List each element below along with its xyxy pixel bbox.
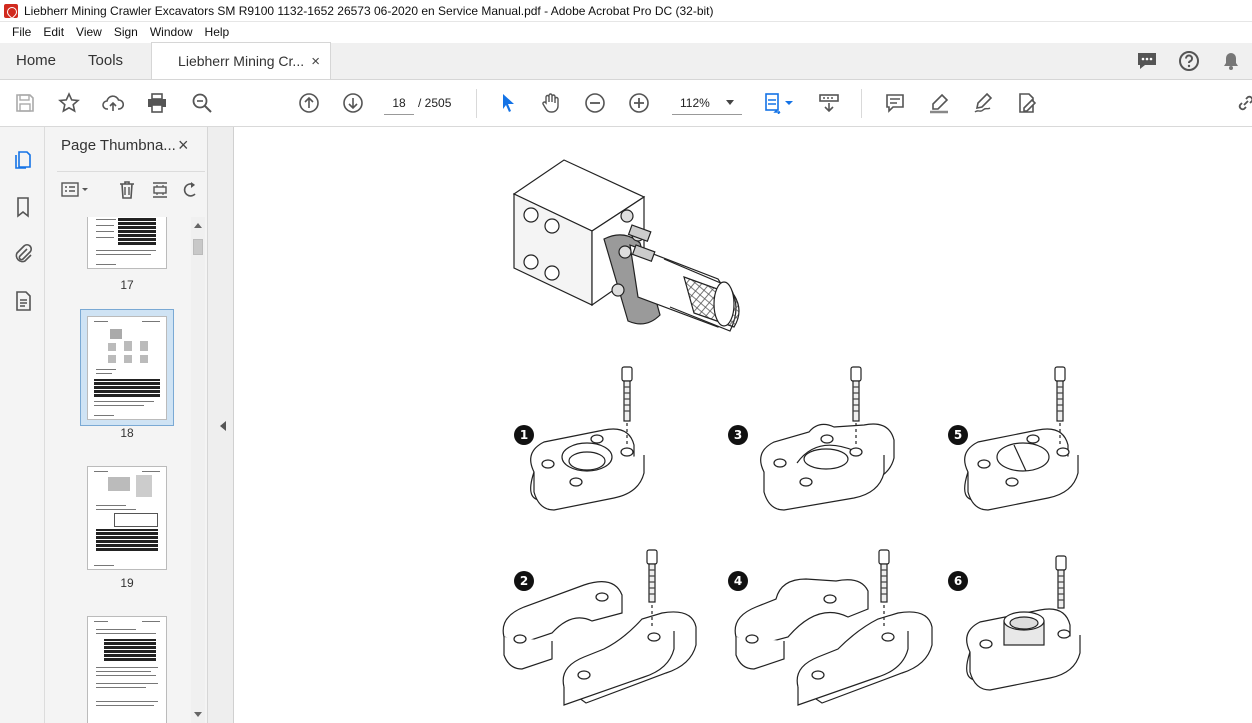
thumbnail-list: 17 18 [45, 217, 195, 723]
zoom-out-icon[interactable] [583, 91, 607, 115]
acrobat-icon [4, 3, 18, 18]
tab-bar: Home Tools Liebherr Mining Cr... × [0, 42, 1252, 80]
callout-badge-4: 4 [728, 571, 748, 591]
thumbnail-options-icon[interactable] [61, 180, 89, 200]
thumbnail-page-17[interactable] [87, 217, 167, 269]
left-rail [0, 127, 45, 723]
main-toolbar [0, 80, 1252, 127]
toolbar-separator [861, 89, 862, 118]
collapse-panel-icon[interactable] [220, 421, 226, 431]
menu-bar: File Edit View Sign Window Help [0, 22, 1252, 43]
flange-illustration [502, 159, 1081, 706]
print-icon[interactable] [145, 91, 169, 115]
close-tab-icon[interactable]: × [311, 52, 321, 70]
page-thumbnails-icon[interactable] [11, 148, 35, 172]
toolbar-separator [476, 89, 477, 118]
document-properties-icon[interactable] [11, 289, 35, 313]
thumbnail-toolbar [57, 171, 205, 201]
hand-tool-icon[interactable] [539, 91, 563, 115]
rotate-page-icon[interactable] [179, 180, 201, 200]
thumbnail-label-19: 19 [120, 576, 134, 590]
scroll-up-icon[interactable] [194, 223, 202, 228]
tab-tools[interactable]: Tools [88, 52, 124, 69]
notification-bell-icon[interactable] [1220, 50, 1242, 72]
page-number-input[interactable]: 18 [384, 91, 414, 115]
panel-splitter[interactable] [208, 127, 234, 723]
comment-bubble-icon[interactable] [1136, 50, 1158, 72]
menu-window[interactable]: Window [149, 25, 193, 39]
close-panel-icon[interactable]: × [178, 135, 189, 155]
attachments-paperclip-icon[interactable] [11, 241, 35, 265]
draw-sign-icon[interactable] [971, 91, 995, 115]
title-bar: Liebherr Mining Crawler Excavators SM R9… [0, 0, 1252, 22]
upload-cloud-icon[interactable] [101, 91, 125, 115]
scrollbar-thumb[interactable] [193, 239, 203, 255]
window-title: Liebherr Mining Crawler Excavators SM R9… [24, 3, 714, 18]
next-page-icon[interactable] [341, 91, 365, 115]
zoom-in-icon[interactable] [627, 91, 651, 115]
select-cursor-icon[interactable] [496, 91, 520, 115]
thumbnail-page-19[interactable] [87, 466, 167, 570]
comment-icon[interactable] [883, 91, 907, 115]
thumbnail-page-20[interactable] [87, 616, 167, 723]
delete-trash-icon[interactable] [116, 180, 138, 200]
menu-edit[interactable]: Edit [43, 25, 65, 39]
callout-badge-6: 6 [948, 571, 968, 591]
zoom-level-input[interactable]: 112% [672, 91, 742, 115]
help-icon[interactable] [1178, 50, 1200, 72]
menu-sign[interactable]: Sign [113, 25, 138, 39]
callout-badge-3: 3 [728, 425, 748, 445]
thumbnail-panel: Page Thumbna... × 17 [45, 127, 208, 723]
document-tab-title: Liebherr Mining Cr... [178, 53, 304, 69]
fill-sign-icon[interactable] [1015, 91, 1039, 115]
thumbnail-scrollbar[interactable] [191, 217, 205, 723]
menu-file[interactable]: File [12, 25, 32, 39]
zoom-dropdown-icon[interactable] [726, 100, 734, 105]
menu-view[interactable]: View [76, 25, 102, 39]
tab-document[interactable]: Liebherr Mining Cr... × [151, 42, 332, 79]
previous-page-icon[interactable] [297, 91, 321, 115]
fit-page-dropdown-icon[interactable] [783, 91, 795, 115]
save-icon[interactable] [13, 91, 37, 115]
zoom-search-icon[interactable] [190, 91, 214, 115]
menu-help[interactable]: Help [204, 25, 230, 39]
scroll-mode-icon[interactable] [817, 91, 841, 115]
callout-badge-1: 1 [514, 425, 534, 445]
thumbnail-label-17: 17 [120, 278, 134, 292]
thumbnail-panel-title: Page Thumbna... [61, 137, 176, 154]
bookmark-star-icon[interactable] [57, 91, 81, 115]
thumbnail-label-18: 18 [120, 426, 134, 440]
tab-home[interactable]: Home [16, 52, 57, 69]
link-icon[interactable] [1234, 91, 1252, 115]
document-view[interactable]: 1 2 3 4 5 6 [234, 127, 1252, 723]
thumbnail-page-18[interactable] [87, 316, 167, 420]
fit-page-icon[interactable] [762, 91, 786, 115]
callout-badge-5: 5 [948, 425, 968, 445]
highlight-pen-icon[interactable] [927, 91, 951, 115]
scroll-down-icon[interactable] [194, 712, 202, 717]
bookmarks-icon[interactable] [11, 195, 35, 219]
page-total: / 2505 [418, 96, 452, 110]
tabbar-right-icons [1126, 43, 1252, 79]
callout-badge-2: 2 [514, 571, 534, 591]
page-size-icon[interactable] [149, 180, 171, 200]
